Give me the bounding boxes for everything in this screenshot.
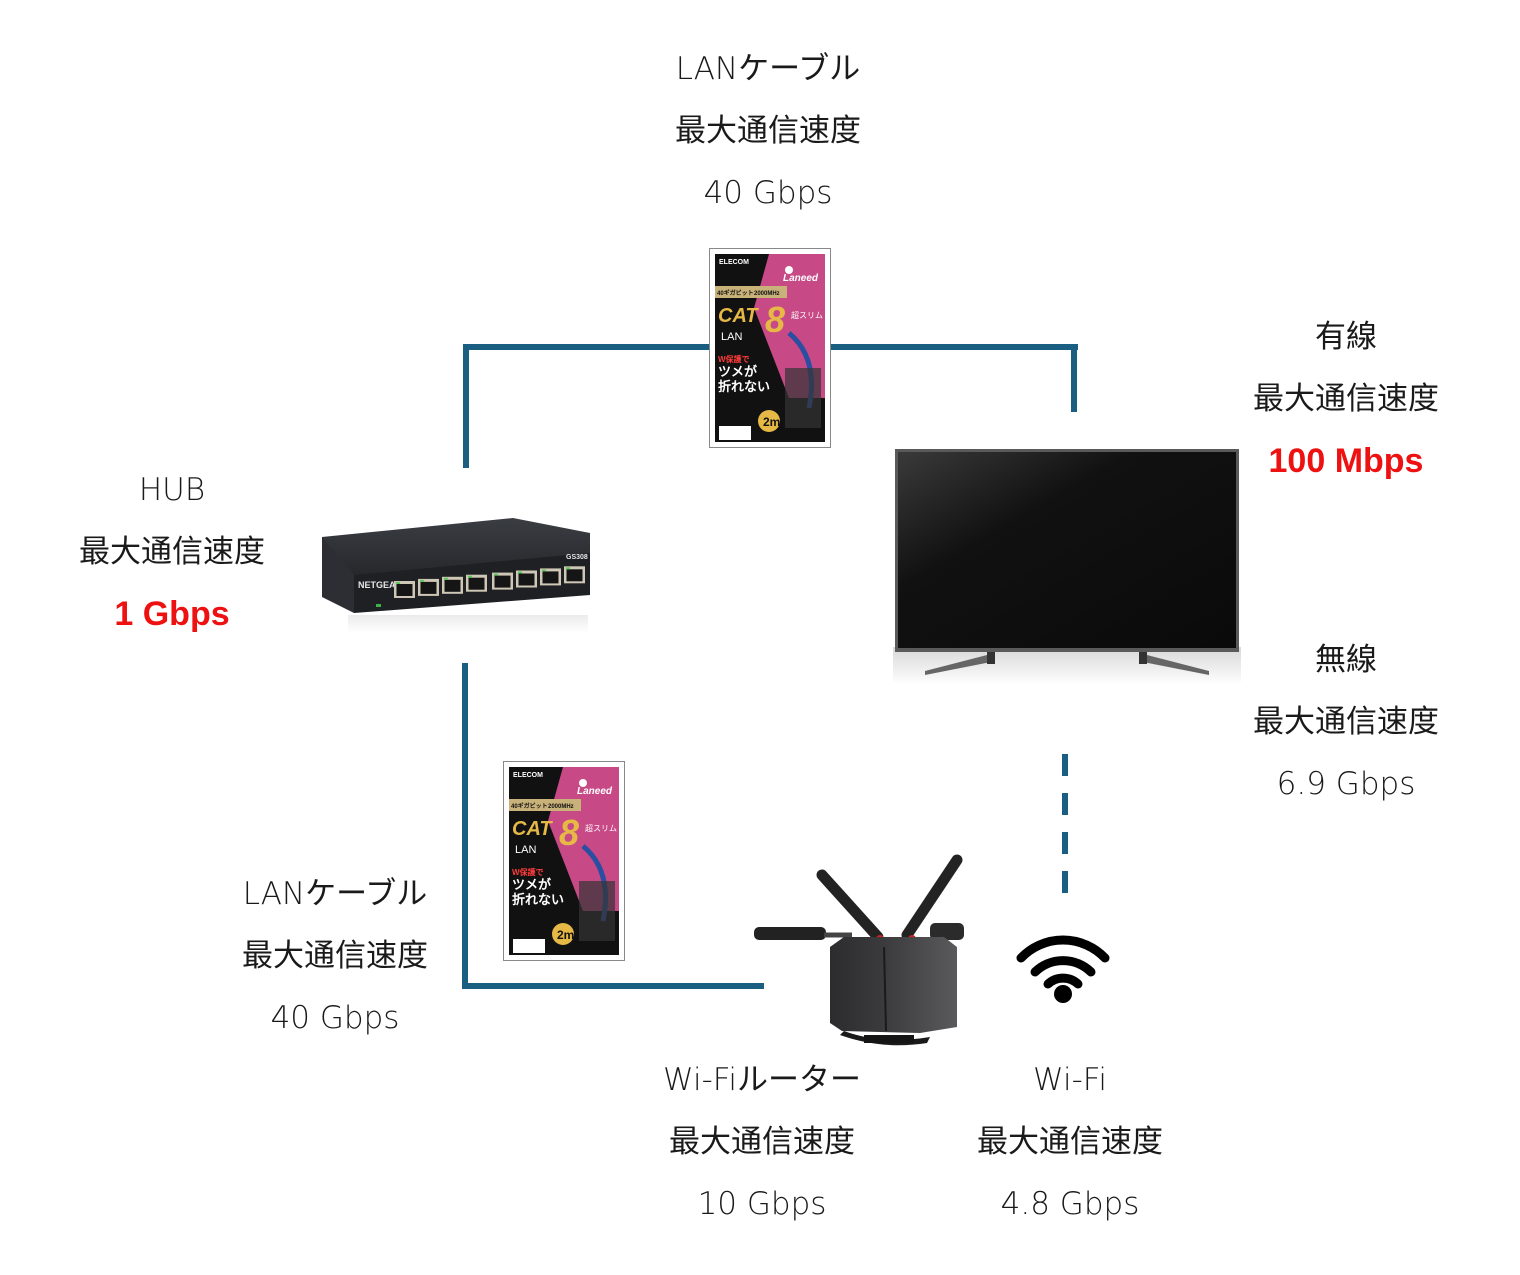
wire-tv-vertical (1071, 344, 1077, 412)
lan-cable-bottom-speed: 40 Gbps (270, 1000, 400, 1036)
wire-hub-top-vertical (463, 345, 469, 468)
wifi-title: Wi-Fi (1033, 1062, 1107, 1098)
tv-wired-title: 有線 (1315, 319, 1377, 355)
router-speed: 10 Gbps (697, 1186, 827, 1222)
hang-hole (579, 779, 587, 787)
antenna (754, 927, 826, 940)
package-length: 2m (557, 928, 574, 942)
package-slogan-1: ツメが (718, 364, 757, 379)
hub-port-socket (494, 575, 511, 588)
hub-port-led (566, 567, 570, 570)
package-line: Laneed (783, 273, 819, 284)
lan-cable-bottom-label: LANケーブル 最大通信速度 40 Gbps (185, 863, 485, 1049)
lan-cable-package-top: ELECOM Laneed 40ギガビット 2000MHz CAT 8 LAN … (709, 248, 831, 448)
package-slogan-1: ツメが (512, 877, 551, 892)
hang-hole (785, 266, 793, 274)
tv-wireless-title: 無線 (1315, 642, 1377, 678)
wireless-dash (1062, 871, 1068, 893)
tv-wired-subtitle: 最大通信速度 (1253, 381, 1439, 417)
lan-cable-bottom-subtitle: 最大通信速度 (242, 938, 428, 974)
wireless-dash (1062, 832, 1068, 854)
wire-hub-bottom-vertical (462, 663, 468, 989)
package-spec2: 2000MHz (754, 291, 780, 297)
package-slogan-top: W保護で (512, 867, 544, 877)
package-spec1: 40ギガビット (717, 289, 754, 297)
tv-wireless-subtitle: 最大通信速度 (1253, 704, 1439, 740)
wifi-speed: 4.8 Gbps (1000, 1186, 1140, 1222)
package-feature: 超スリム (791, 310, 823, 320)
package-slogan-2: 折れない (512, 892, 564, 907)
tv-wired-speed: 100 Mbps (1268, 442, 1424, 480)
wifi-label: Wi-Fi 最大通信速度 4.8 Gbps (920, 1049, 1220, 1235)
hub-port-socket (396, 584, 413, 596)
package-type: LAN (721, 331, 742, 343)
wifi-icon (1016, 935, 1110, 1003)
hub-port-led (542, 569, 546, 572)
hub-port-led (444, 577, 448, 580)
package-brand: ELECOM (719, 259, 749, 266)
wireless-dash (1062, 754, 1068, 776)
tv-image (893, 449, 1241, 683)
lan-cable-top-subtitle: 最大通信速度 (675, 113, 861, 149)
package-category: CAT (512, 818, 553, 840)
package-category-number: 8 (559, 812, 579, 853)
package-spec1: 40ギガビット (511, 802, 548, 810)
wire-router-horizontal (462, 983, 764, 989)
antenna (816, 869, 884, 943)
hub-port-led (468, 575, 472, 578)
hub-brand: NETGEAR (358, 580, 403, 590)
wire-top-left-horizontal (463, 344, 711, 350)
router-subtitle: 最大通信速度 (669, 1124, 855, 1160)
antenna (901, 854, 963, 941)
package-line: Laneed (577, 786, 613, 797)
package-length: 2m (763, 415, 780, 429)
package-type: LAN (515, 844, 536, 856)
hub-port-socket (468, 577, 485, 590)
hub-port-socket (566, 569, 583, 582)
antenna (930, 923, 964, 940)
hub-switch-image: NETGEAR GS308 (322, 518, 590, 633)
hub-port-led (396, 582, 400, 584)
hub-model: GS308 (566, 554, 588, 561)
tv-wireless-speed: 6.9 Gbps (1276, 766, 1416, 802)
package-feature: 超スリム (585, 823, 617, 833)
package-brand: ELECOM (513, 772, 543, 779)
lan-cable-top-title: LANケーブル (675, 51, 861, 87)
package-slogan-top: W保護で (718, 354, 750, 364)
package-spec2: 2000MHz (548, 804, 574, 810)
wire-top-right-horizontal (828, 344, 1078, 350)
package-category: CAT (718, 305, 759, 327)
hub-label: HUB 最大通信速度 1 Gbps (22, 459, 322, 645)
wifi-subtitle: 最大通信速度 (977, 1124, 1163, 1160)
hub-port-led (420, 579, 424, 582)
hub-port-socket (444, 579, 461, 592)
hub-ports (394, 566, 585, 598)
hub-port-led (494, 573, 498, 576)
wifi-router-image (754, 854, 964, 1046)
router-label: Wi-Fiルーター 最大通信速度 10 Gbps (612, 1049, 912, 1235)
lan-cable-bottom-title: LANケーブル (242, 876, 428, 912)
hub-port-led (518, 571, 522, 574)
lan-cable-package-bottom: ELECOM Laneed 40ギガビット 2000MHz CAT 8 LAN … (503, 761, 625, 961)
hub-port-socket (542, 571, 559, 584)
tv-wired-label: 有線 最大通信速度 100 Mbps (1196, 306, 1496, 492)
lan-cable-top-speed: 40 Gbps (703, 175, 833, 211)
hub-port-socket (420, 581, 437, 594)
hub-title: HUB (138, 472, 206, 508)
package-category-number: 8 (765, 299, 785, 340)
router-title: Wi-Fiルーター (663, 1062, 861, 1098)
hub-subtitle: 最大通信速度 (79, 534, 265, 570)
lan-cable-top-label: LANケーブル 最大通信速度 40 Gbps (618, 38, 918, 224)
tv-wireless-label: 無線 最大通信速度 6.9 Gbps (1196, 629, 1496, 815)
wireless-dash (1062, 793, 1068, 815)
hub-port-socket (518, 573, 535, 586)
package-slogan-2: 折れない (718, 379, 770, 394)
hub-speed: 1 Gbps (114, 595, 230, 633)
